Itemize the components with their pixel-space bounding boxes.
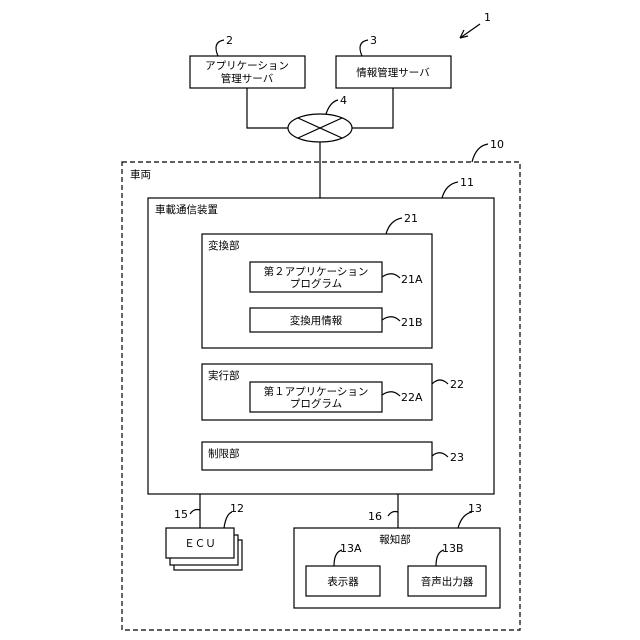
app-server-node: アプリケーション 管理サーバ 2 [190,34,305,88]
app-server-label-line2: 管理サーバ [221,72,274,85]
second-app-leader [382,274,400,278]
onboard-device-label: 車載通信装置 [155,203,218,216]
conversion-info-leader [382,317,400,321]
restrictor-leader [432,453,448,457]
app-server-leader [216,40,224,56]
conversion-info-label: 変換用情報 [290,314,343,327]
second-app-label-line2: プログラム [290,277,342,290]
notifier-node: 16 報知部 13 [294,494,500,608]
ecu-line-leader [190,510,200,515]
system-ref-arrowhead [460,30,468,38]
onboard-device-box [148,198,494,494]
notifier-label: 報知部 [379,533,411,546]
notifier-line-ref: 16 [368,510,382,523]
app-server-label-line1: アプリケーション [205,60,289,72]
network-link-app [247,88,288,128]
display-ref: 13A [340,542,362,555]
info-server-ref: 3 [370,34,377,47]
vehicle-ref: 10 [490,138,504,151]
onboard-device-leader [442,182,458,198]
notifier-line-leader [388,512,398,517]
onboard-device-ref: 11 [460,176,474,189]
display-node: 表示器 13A [306,542,380,596]
executor-ref: 22 [450,378,464,391]
converter-ref: 21 [404,212,418,225]
display-label: 表示器 [327,575,359,588]
executor-label: 実行部 [208,369,240,382]
audio-ref: 13B [442,542,464,555]
second-app-label-line1: 第２アプリケーション [264,265,369,278]
onboard-device-node: 車載通信装置 11 [148,176,494,494]
restrictor-label: 制限部 [208,447,240,460]
network-cross [298,118,342,138]
system-ref-label: 1 [484,11,491,24]
ecu-node: 15 ＥＣＵ 12 [166,494,244,570]
vehicle-leader [472,144,488,162]
restrictor-node: 制限部 23 [202,442,464,470]
ecu-label: ＥＣＵ [184,538,216,550]
network-ref: 4 [340,94,347,107]
info-server-label: 情報管理サーバ [356,66,430,79]
notifier-ref: 13 [468,502,482,515]
info-server-leader [360,40,368,56]
network-link-info [352,88,393,128]
audio-node: 音声出力器 13B [408,542,486,596]
first-app-label-line2: プログラム [290,397,342,410]
second-app-node: 第２アプリケーション プログラム 21A [250,262,423,292]
second-app-ref: 21A [401,273,423,286]
ecu-line-ref: 15 [174,508,188,521]
app-server-ref: 2 [226,34,233,47]
first-app-ref: 22A [401,391,423,404]
conversion-info-node: 変換用情報 21B [250,308,423,332]
info-server-node: 情報管理サーバ 3 [336,34,451,88]
restrictor-ref: 23 [450,451,464,464]
ecu-ref: 12 [230,502,244,515]
first-app-node: 第１アプリケーション プログラム 22A [250,382,423,412]
converter-label: 変換部 [208,239,240,252]
converter-leader [386,218,402,234]
conversion-info-ref: 21B [401,316,423,329]
network-node: 4 [247,88,393,142]
first-app-leader [382,392,400,396]
audio-label: 音声出力器 [421,575,474,588]
first-app-label-line1: 第１アプリケーション [264,385,369,398]
vehicle-label: 車両 [130,168,151,181]
network-leader [326,100,338,114]
executor-leader [432,380,448,384]
